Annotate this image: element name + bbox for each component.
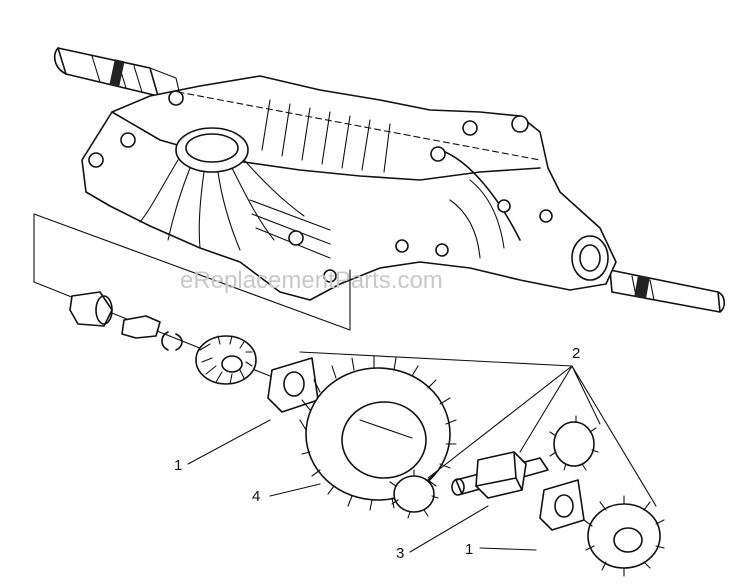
callout-4: 4 [252,488,260,505]
bevel-gear-upper [195,335,257,385]
left-axle-shaft [53,47,183,105]
left-bushing [69,291,113,327]
leader-lines [187,351,657,553]
pinion-gear-right [549,415,599,471]
callout-2: 2 [572,345,580,362]
cross-shaft [451,451,549,499]
snap-ring [161,331,183,351]
right-axle-shaft [609,269,726,313]
pinion-gear-lower [389,469,439,519]
thrust-block-lower [539,479,585,531]
watermark-text: eReplacementParts.com [180,267,443,294]
ring-gear [299,355,457,511]
axle-key [121,315,161,339]
callout-1-left: 1 [174,457,182,474]
thrust-block-left [267,357,319,413]
bevel-gear-lower [583,495,665,577]
callout-1-bottom: 1 [465,541,473,558]
callout-3: 3 [396,545,404,562]
transaxle-housing [81,75,617,301]
